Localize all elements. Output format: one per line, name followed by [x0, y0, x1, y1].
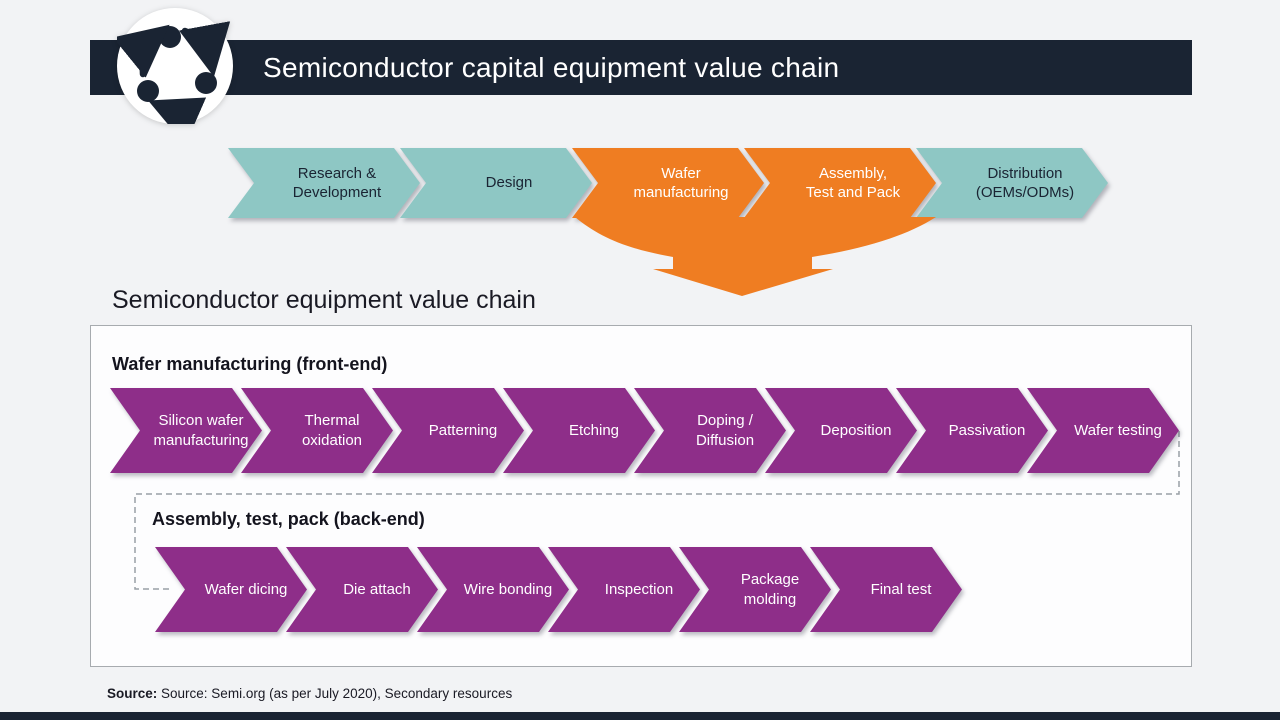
step-wire-bonding: Wire bonding	[417, 547, 569, 632]
chevron-shape: Wafer testing	[1027, 388, 1179, 473]
chevron-shape: Silicon wafer manufacturing	[110, 388, 262, 473]
source-text: Source: Semi.org (as per July 2020), Sec…	[161, 686, 513, 701]
stage-label: Distribution (OEMs/ODMs)	[975, 164, 1075, 201]
step-deposition: Deposition	[765, 388, 917, 473]
stage-design: Design	[400, 148, 592, 218]
step-silicon-wafer-manufacturing: Silicon wafer manufacturing	[110, 388, 262, 473]
step-label: Passivation	[948, 421, 1026, 439]
header-bar: Semiconductor capital equipment value ch…	[90, 40, 1192, 95]
chevron-shape: Research & Development	[228, 148, 420, 218]
funnel-arrow-icon	[575, 217, 936, 296]
stage-label: Design	[485, 174, 533, 192]
step-label: Wafer dicing	[204, 580, 288, 598]
step-passivation: Passivation	[896, 388, 1048, 473]
chevron-shape: Wafer manufacturing	[572, 148, 764, 218]
step-label: Etching	[568, 421, 620, 439]
step-patterning: Patterning	[372, 388, 524, 473]
step-label: Wafer testing	[1074, 421, 1162, 439]
front-end-heading: Wafer manufacturing (front-end)	[112, 354, 388, 374]
stage-research-development: Research & Development	[228, 148, 420, 218]
step-wafer-testing: Wafer testing	[1027, 388, 1179, 473]
step-wafer-dicing: Wafer dicing	[155, 547, 307, 632]
stage-distribution: Distribution (OEMs/ODMs)	[916, 148, 1108, 218]
back-end-heading: Assembly, test, pack (back-end)	[152, 509, 425, 529]
step-doping-diffusion: Doping / Diffusion	[634, 388, 786, 473]
step-label: Final test	[870, 580, 932, 598]
step-package-molding: Package molding	[679, 547, 831, 632]
step-label: Patterning	[428, 421, 498, 439]
step-final-test: Final test	[810, 547, 962, 632]
source-label: Source:	[107, 686, 158, 701]
step-die-attach: Die attach	[286, 547, 438, 632]
chevron-shape: Thermal oxidation	[241, 388, 393, 473]
chevron-shape: Patterning	[372, 388, 524, 473]
chevron-shape: Passivation	[896, 388, 1048, 473]
chevron-shape: Wafer dicing	[155, 547, 307, 632]
step-label: Silicon wafer manufacturing	[153, 412, 249, 449]
stage-label: Assembly, Test and Pack	[805, 164, 901, 201]
section-title: Semiconductor equipment value chain	[112, 286, 536, 314]
step-thermal-oxidation: Thermal oxidation	[241, 388, 393, 473]
chevron-shape: Die attach	[286, 547, 438, 632]
chevron-shape: Deposition	[765, 388, 917, 473]
step-label: Thermal oxidation	[301, 412, 363, 449]
chevron-shape: Assembly, Test and Pack	[744, 148, 936, 218]
stage-wafer-manufacturing: Wafer manufacturing	[572, 148, 764, 218]
step-label: Inspection	[604, 580, 674, 598]
source-line: Source: Source: Semi.org (as per July 20…	[107, 686, 512, 701]
cycle-arrows-icon	[117, 8, 233, 124]
step-label: Wire bonding	[463, 580, 553, 598]
stage-assembly-test-pack: Assembly, Test and Pack	[744, 148, 936, 218]
chevron-shape: Inspection	[548, 547, 700, 632]
page-title: Semiconductor capital equipment value ch…	[263, 51, 840, 83]
stage-label: Research & Development	[292, 164, 382, 201]
step-label: Doping / Diffusion	[695, 412, 755, 449]
step-label: Package molding	[740, 571, 800, 608]
chevron-shape: Wire bonding	[417, 547, 569, 632]
step-etching: Etching	[503, 388, 655, 473]
chevron-shape: Final test	[810, 547, 962, 632]
chevron-shape: Design	[400, 148, 592, 218]
chevron-shape: Etching	[503, 388, 655, 473]
footer-bar	[0, 712, 1280, 720]
step-label: Deposition	[820, 421, 892, 439]
step-inspection: Inspection	[548, 547, 700, 632]
chevron-shape: Distribution (OEMs/ODMs)	[916, 148, 1108, 218]
step-label: Die attach	[343, 580, 411, 598]
chevron-shape: Package molding	[679, 547, 831, 632]
stage-label: Wafer manufacturing	[633, 164, 729, 201]
chevron-shape: Doping / Diffusion	[634, 388, 786, 473]
